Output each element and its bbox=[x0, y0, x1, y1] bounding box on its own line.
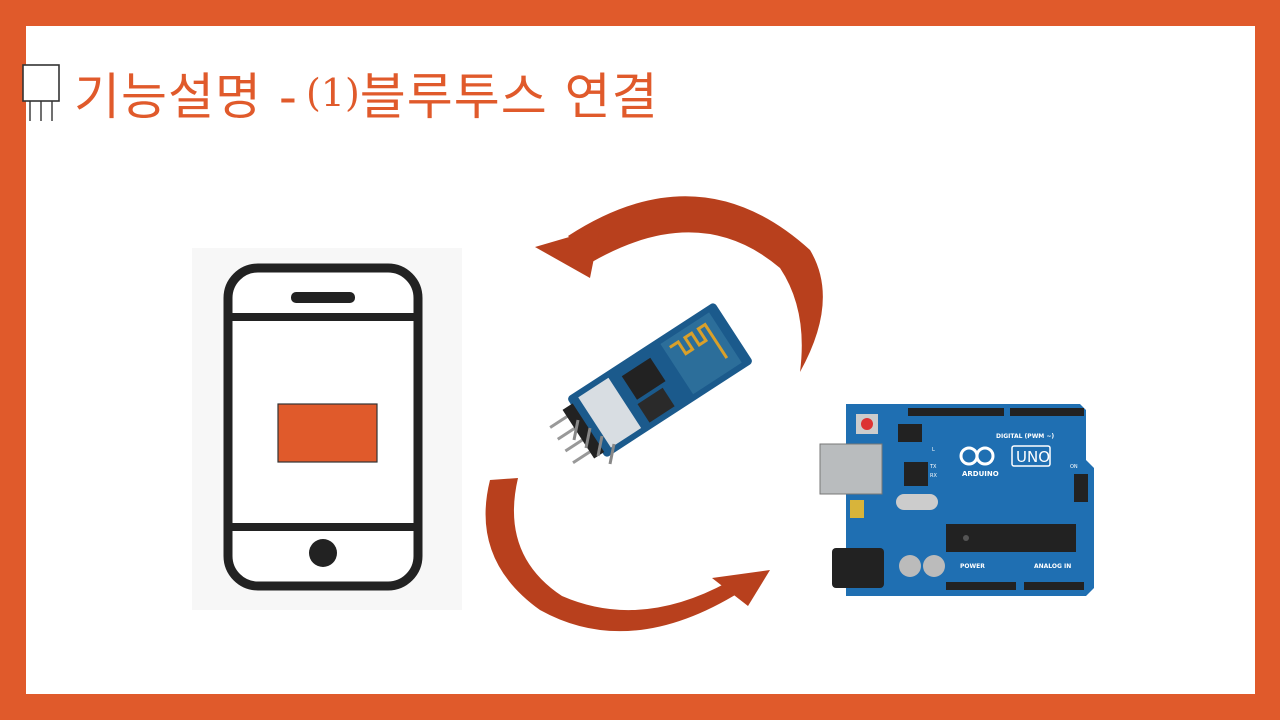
arduino-analog-label: ANALOG IN bbox=[1034, 563, 1071, 570]
slide-title: 기능설명 - (1) 블루투스 연결 bbox=[22, 58, 659, 128]
arduino-power-label: POWER bbox=[960, 563, 985, 570]
bluetooth-module-image bbox=[549, 303, 752, 464]
arduino-digital-label: DIGITAL (PWM ~) bbox=[996, 433, 1054, 440]
arduino-uno-image bbox=[819, 404, 1094, 596]
arduino-l-label: L bbox=[932, 447, 935, 453]
arduino-rx-label: RX bbox=[930, 473, 937, 479]
arduino-tx-label: TX bbox=[929, 464, 937, 470]
bullet-icon bbox=[22, 64, 60, 121]
arduino-logo-icon bbox=[959, 446, 995, 466]
cycle-arrow-bottom-icon bbox=[485, 478, 770, 632]
title-number: (1) bbox=[305, 71, 360, 115]
arduino-brand: ARDUINO bbox=[962, 470, 999, 478]
cycle-arrow-top-icon bbox=[535, 196, 823, 372]
title-suffix: 블루투스 연결 bbox=[359, 68, 659, 126]
arduino-on-label: ON bbox=[1070, 464, 1078, 470]
bluetooth-module-pins bbox=[572, 419, 616, 465]
smartphone-icon bbox=[192, 248, 462, 610]
arduino-model: UNO bbox=[1016, 448, 1050, 466]
title-prefix: 기능설명 - bbox=[74, 68, 298, 126]
